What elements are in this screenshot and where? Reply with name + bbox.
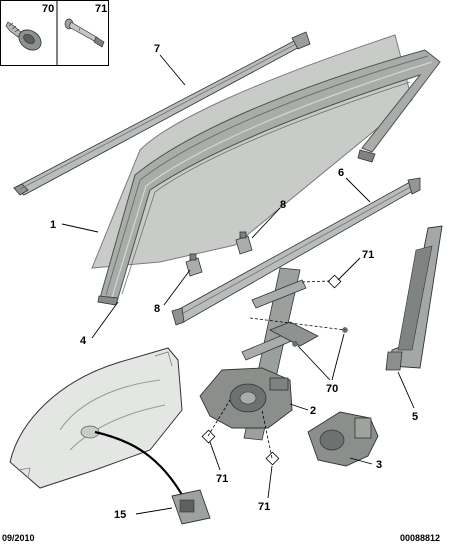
leader-71-lower-left	[209, 441, 221, 471]
callout-8-lower: 8	[154, 303, 160, 315]
callout-71-lower-right: 71	[258, 501, 270, 513]
inset-label-70: 70	[42, 3, 54, 15]
callout-6: 6	[338, 167, 344, 179]
dashed-line-c	[207, 399, 231, 437]
self-tapping-screw-icon	[5, 21, 42, 51]
rivet-marker-lower-left	[201, 429, 216, 444]
part-4-window-channel	[97, 49, 441, 306]
part-2-window-regulator	[199, 267, 348, 441]
callout-8-upper: 8	[280, 199, 286, 211]
leader-7	[159, 54, 186, 86]
footer-date: 09/2010	[2, 533, 35, 543]
callout-5: 5	[412, 411, 418, 423]
callout-71-upper: 71	[362, 249, 374, 261]
switch-connector-line	[94, 430, 186, 501]
footer-reference: 00088812	[400, 533, 440, 543]
dashed-line-d	[261, 409, 273, 459]
part-5-guide-rail	[385, 225, 443, 371]
leader-70-a	[297, 345, 331, 381]
leader-8-lower	[163, 269, 191, 306]
leader-8-upper	[251, 207, 281, 239]
part-3-regulator-motor	[307, 411, 379, 467]
leader-70-b	[331, 333, 345, 381]
callout-1: 1	[50, 219, 56, 231]
leader-71-upper	[337, 257, 361, 281]
leader-2	[289, 403, 309, 411]
part-7-seal-strip	[13, 31, 311, 196]
leader-15	[135, 507, 173, 515]
rivet-marker-lower-right	[265, 451, 280, 466]
part-8-glass-clip-upper	[235, 231, 253, 255]
callout-4: 4	[80, 335, 87, 347]
leader-71-lower-right	[267, 465, 273, 499]
callout-71-lower-left: 71	[216, 473, 228, 485]
dashed-line-a	[301, 280, 331, 283]
callout-7: 7	[154, 43, 160, 55]
leader-5	[397, 371, 415, 409]
callout-70: 70	[326, 383, 338, 395]
fastener-inset: 70 71	[0, 0, 109, 66]
leader-3	[349, 457, 373, 465]
leader-4	[91, 301, 119, 339]
rivet-icon	[64, 18, 105, 48]
callout-15: 15	[114, 509, 126, 521]
callout-3: 3	[376, 459, 382, 471]
callout-2: 2	[310, 405, 316, 417]
part-6-waist-seal	[171, 177, 421, 326]
inset-label-71: 71	[95, 3, 107, 15]
door-trim-panel	[9, 347, 183, 489]
leader-6	[345, 177, 371, 203]
leader-1	[61, 223, 99, 233]
part-15-window-switch	[171, 489, 211, 525]
dashed-line-b	[249, 317, 346, 331]
rivet-marker-upper	[327, 274, 342, 289]
